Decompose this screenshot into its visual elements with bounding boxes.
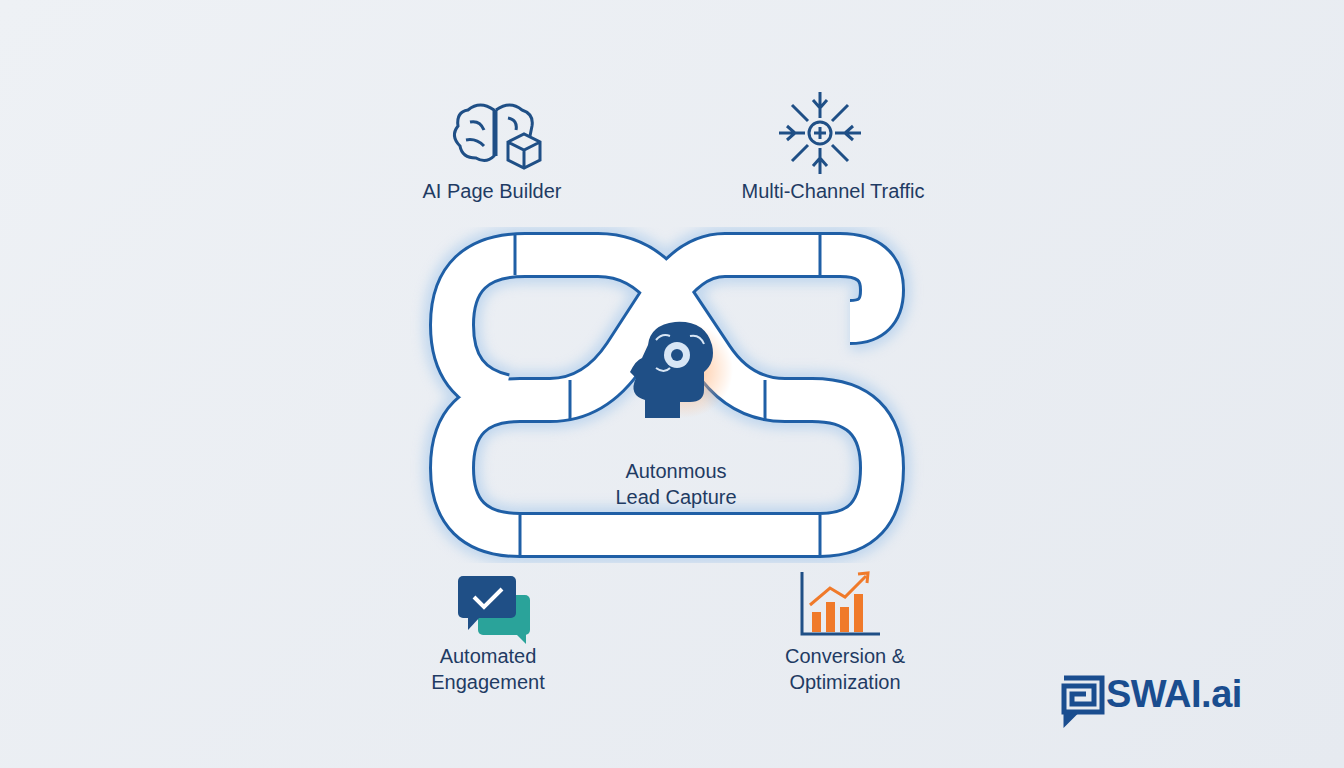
loop-track xyxy=(452,235,882,555)
step-label: AI Page Builder xyxy=(382,178,602,204)
step-label: Automated Engagement xyxy=(413,643,563,695)
ai-head-icon xyxy=(630,322,733,418)
conversion-chart-icon xyxy=(802,572,880,634)
center-label: Autonmous Lead Capture xyxy=(601,458,751,510)
traffic-icon xyxy=(779,92,861,174)
step-label: Multi-Channel Traffic xyxy=(703,178,963,204)
logo-mark xyxy=(1064,678,1102,722)
engagement-icon xyxy=(458,576,530,644)
brand-logo: SWAI.ai xyxy=(1106,670,1242,719)
page-builder-icon xyxy=(454,105,540,168)
step-label: Conversion & Optimization xyxy=(760,643,930,695)
